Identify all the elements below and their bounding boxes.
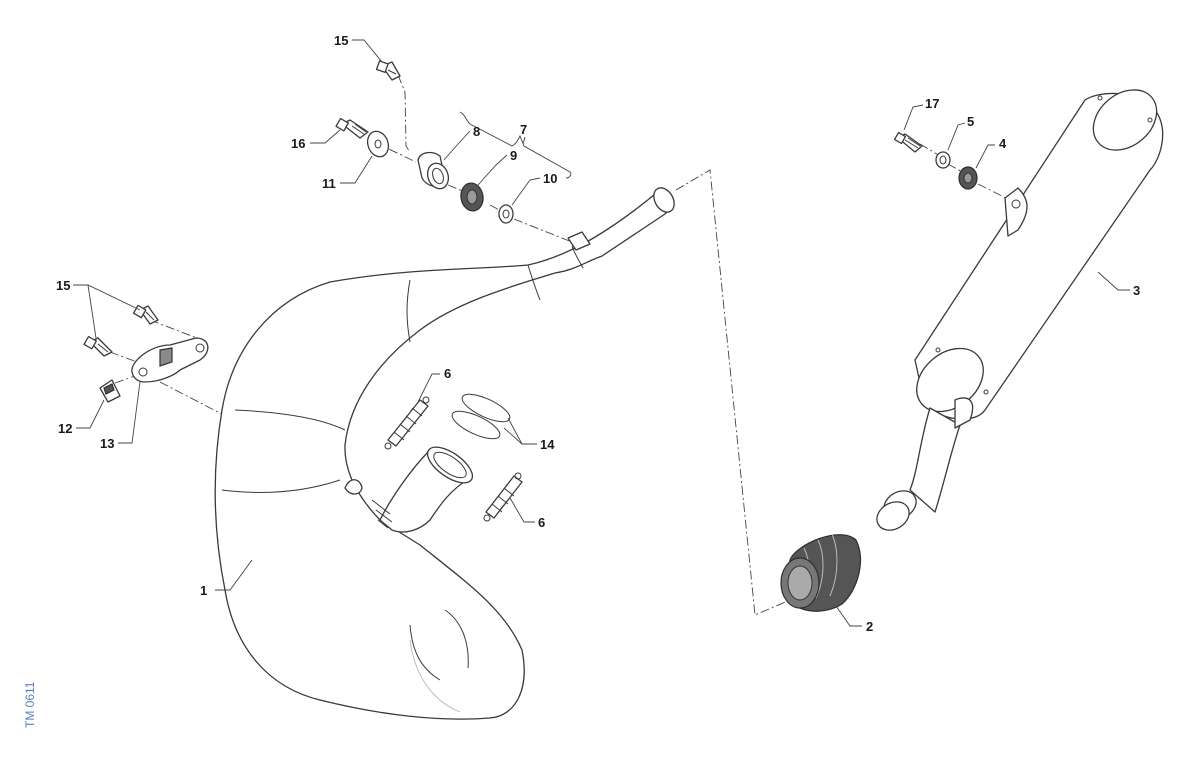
callout-labels: 1 2 3 4 5 6 6 7 8 9 10 11 12 13 14 15 15…	[56, 33, 1140, 634]
spring-6-lower	[483, 472, 523, 522]
callout-9: 9	[510, 148, 517, 163]
callout-4: 4	[999, 136, 1007, 151]
silencer	[876, 89, 1164, 531]
rubber-sleeve	[780, 533, 861, 612]
grommet-9	[460, 182, 484, 212]
callout-7: 7	[520, 122, 527, 137]
bolt-15-lower	[83, 335, 113, 357]
spring-6-upper	[384, 396, 430, 450]
callout-6-lower: 6	[538, 515, 545, 530]
bolt-15-top	[375, 60, 401, 81]
callout-8: 8	[473, 124, 480, 139]
callout-16: 16	[291, 136, 305, 151]
callout-13: 13	[100, 436, 114, 451]
callout-15-left: 15	[56, 278, 70, 293]
callout-11: 11	[322, 176, 336, 191]
callout-17: 17	[925, 96, 939, 111]
bolt-15-upper	[132, 304, 159, 325]
callout-5: 5	[967, 114, 974, 129]
bolt-17	[893, 131, 923, 153]
bushing-5	[935, 151, 951, 169]
exhaust-header-pipe	[214, 187, 675, 720]
callout-2: 2	[866, 619, 873, 634]
washer-11	[366, 130, 390, 158]
leader-lines	[73, 39, 1130, 627]
callout-6-upper: 6	[444, 366, 451, 381]
o-ring-14-lower	[451, 410, 501, 440]
callout-3: 3	[1133, 283, 1140, 298]
bushing-8	[417, 151, 450, 190]
callout-14: 14	[540, 437, 555, 452]
callout-12: 12	[58, 421, 72, 436]
bracket-kit-7	[459, 111, 572, 179]
drawing-reference: TM 0611	[23, 681, 37, 728]
callout-10: 10	[543, 171, 557, 186]
bolt-16	[335, 117, 369, 139]
collar-10	[498, 204, 514, 224]
clip-nut-12	[99, 379, 121, 403]
grommet-4	[958, 166, 978, 190]
callout-15-top: 15	[334, 33, 348, 48]
o-ring-14-upper	[461, 393, 511, 423]
callout-1: 1	[200, 583, 207, 598]
bracket-13	[131, 337, 209, 383]
